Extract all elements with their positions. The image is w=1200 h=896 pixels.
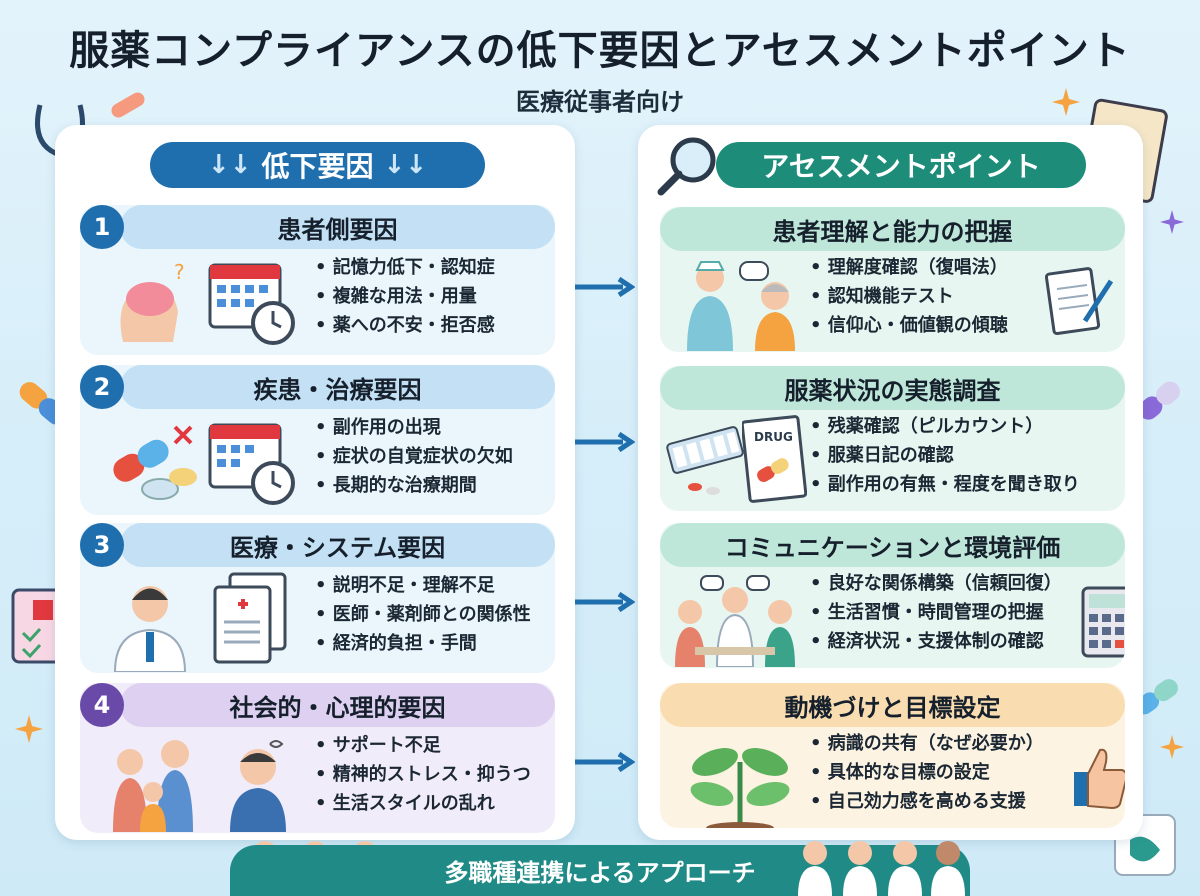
- calendar-clock-icon: [208, 263, 295, 345]
- list-item: 理解度確認（復唱法）: [810, 253, 1008, 282]
- factor-title: 医療・システム要因: [120, 523, 555, 567]
- capsule-icon: [111, 92, 145, 118]
- assessment-title: コミュニケーションと環境評価: [660, 523, 1125, 567]
- factor-title: 社会的・心理的要因: [120, 683, 555, 727]
- down-arrows-icon: ↓↓: [383, 150, 428, 180]
- factor-number: 2: [80, 365, 124, 409]
- drug-label: DRUG: [754, 430, 793, 444]
- svg-text:?: ?: [174, 260, 185, 284]
- sparkle-icon: [1160, 210, 1184, 234]
- factor-card-3: 医療・システム要因 説明不足・理解不足 医師・薬剤師との関係性 経済的負担・手間: [80, 523, 555, 673]
- assessment-card-2: 服薬状況の実態調査 DRUG 残薬確認（ピルカウント） 服薬日記の確認 副作用の…: [660, 366, 1125, 511]
- factor-bullets: サポート不足 精神的ストレス・抑うつ 生活スタイルの乱れ: [315, 731, 531, 818]
- list-item: 副作用の有無・程度を聞き取り: [810, 470, 1080, 499]
- documents-icon: [213, 572, 287, 664]
- list-item: 生活スタイルの乱れ: [315, 789, 531, 818]
- assessment-bullets: 残薬確認（ピルカウント） 服薬日記の確認 副作用の有無・程度を聞き取り: [810, 412, 1080, 499]
- calendar-clock-icon: [208, 423, 295, 505]
- pill-organizer-icon: [666, 426, 744, 495]
- factor-number: 4: [80, 683, 124, 727]
- assessment-card-3: コミュニケーションと環境評価 良好な関係構築（信頼回復） 生活習慣・時間管理の把…: [660, 523, 1125, 668]
- calculator-icon: [1081, 586, 1125, 658]
- factor-bullets: 副作用の出現 症状の自覚症状の欠如 長期的な治療期間: [315, 413, 513, 500]
- factor-card-4: 社会的・心理的要因 サポート不足 精神的ストレス・抑うつ 生活スタイルの乱れ: [80, 683, 555, 833]
- stressed-person-icon: [230, 740, 286, 832]
- assessment-bullets: 理解度確認（復唱法） 認知機能テスト 信仰心・価値観の傾聴: [810, 253, 1008, 340]
- right-arrow-icon: [575, 432, 635, 452]
- family-icon: [113, 740, 193, 832]
- factor-number: 1: [80, 205, 124, 249]
- page-subtitle: 医療従事者向け: [516, 88, 684, 116]
- list-item: 医師・薬剤師との関係性: [315, 600, 531, 629]
- list-item: 症状の自覚症状の欠如: [315, 442, 513, 471]
- assessment-header: アセスメントポイント: [716, 142, 1086, 188]
- sparkle-icon: [1052, 88, 1080, 116]
- factor-title: 患者側要因: [120, 205, 555, 249]
- down-arrows-icon: ↓↓: [207, 150, 252, 180]
- assessment-bullets: 病識の共有（なぜ必要か） 具体的な目標の設定 自己効力感を高める支援: [810, 729, 1044, 816]
- factor-bullets: 説明不足・理解不足 医師・薬剤師との関係性 経済的負担・手間: [315, 571, 531, 658]
- factor-bullets: 記憶力低下・認知症 複雑な用法・用量 薬への不安・拒否感: [315, 253, 495, 340]
- list-item: 経済状況・支援体制の確認: [810, 627, 1062, 656]
- list-item: 具体的な目標の設定: [810, 758, 1044, 787]
- factor-title: 疾患・治療要因: [120, 365, 555, 409]
- sparkle-icon: [1160, 735, 1184, 759]
- factors-header: ↓↓ 低下要因 ↓↓: [150, 142, 485, 188]
- list-item: 信仰心・価値観の傾聴: [810, 311, 1008, 340]
- list-item: 薬への不安・拒否感: [315, 311, 495, 340]
- list-item: 精神的ストレス・抑うつ: [315, 760, 531, 789]
- list-item: 経済的負担・手間: [315, 629, 531, 658]
- list-item: 認知機能テスト: [810, 282, 1008, 311]
- page-title: 服薬コンプライアンスの低下要因とアセスメントポイント: [69, 28, 1131, 74]
- list-item: 残薬確認（ピルカウント）: [810, 412, 1080, 441]
- list-item: 記憶力低下・認知症: [315, 253, 495, 282]
- list-item: 自己効力感を高める支援: [810, 787, 1044, 816]
- factor-number: 3: [80, 523, 124, 567]
- factors-header-label: 低下要因: [261, 150, 374, 183]
- list-item: 説明不足・理解不足: [315, 571, 531, 600]
- pills-icon: [113, 425, 197, 500]
- right-arrow-icon: [575, 752, 635, 772]
- assessment-card-1: 患者理解と能力の把握 理解度確認（復唱法） 認知機能テスト 信仰心・価値観の傾聴: [660, 207, 1125, 352]
- team-meeting-icon: [675, 575, 795, 667]
- assessment-card-4: 動機づけと目標設定 病識の共有（なぜ必要か） 具体的な目標の設定 自己効力感を高…: [660, 683, 1125, 828]
- assessment-title: 患者理解と能力の把握: [660, 207, 1125, 251]
- sprout-icon: [690, 748, 790, 828]
- factor-card-1: 患者側要因 ? 記憶力低下・認知症 複雑な用法・用量 薬への不安・拒否感: [80, 205, 555, 355]
- list-item: 副作用の出現: [315, 413, 513, 442]
- nurse-patient-icon: [687, 261, 795, 351]
- list-item: 長期的な治療期間: [315, 471, 513, 500]
- list-item: 生活習慣・時間管理の把握: [810, 598, 1062, 627]
- list-item: 服薬日記の確認: [810, 441, 1080, 470]
- drug-book-icon: DRUG: [742, 415, 807, 503]
- list-item: 良好な関係構築（信頼回復）: [810, 569, 1062, 598]
- brain-icon: ?: [120, 260, 185, 342]
- medical-staff-icon: [798, 841, 965, 896]
- factor-card-2: 疾患・治療要因 副作用の出現 症状の自覚症状の欠如 長期的な治療期間: [80, 365, 555, 515]
- footer-label: 多職種連携によるアプローチ: [444, 859, 756, 887]
- doctor-icon: [113, 586, 187, 672]
- assessment-bullets: 良好な関係構築（信頼回復） 生活習慣・時間管理の把握 経済状況・支援体制の確認: [810, 569, 1062, 656]
- list-item: 病識の共有（なぜ必要か）: [810, 729, 1044, 758]
- sparkle-icon: [15, 715, 43, 743]
- list-item: 複雑な用法・用量: [315, 282, 495, 311]
- list-item: サポート不足: [315, 731, 531, 760]
- thumbs-up-icon: [1074, 748, 1125, 810]
- right-arrow-icon: [575, 277, 635, 297]
- magnifier-icon: [657, 137, 716, 196]
- capsule-icon: [1138, 381, 1180, 420]
- right-arrow-icon: [575, 592, 635, 612]
- notebook-pen-icon: [1045, 267, 1114, 336]
- assessment-title: 動機づけと目標設定: [660, 683, 1125, 727]
- assessment-title: 服薬状況の実態調査: [660, 366, 1125, 410]
